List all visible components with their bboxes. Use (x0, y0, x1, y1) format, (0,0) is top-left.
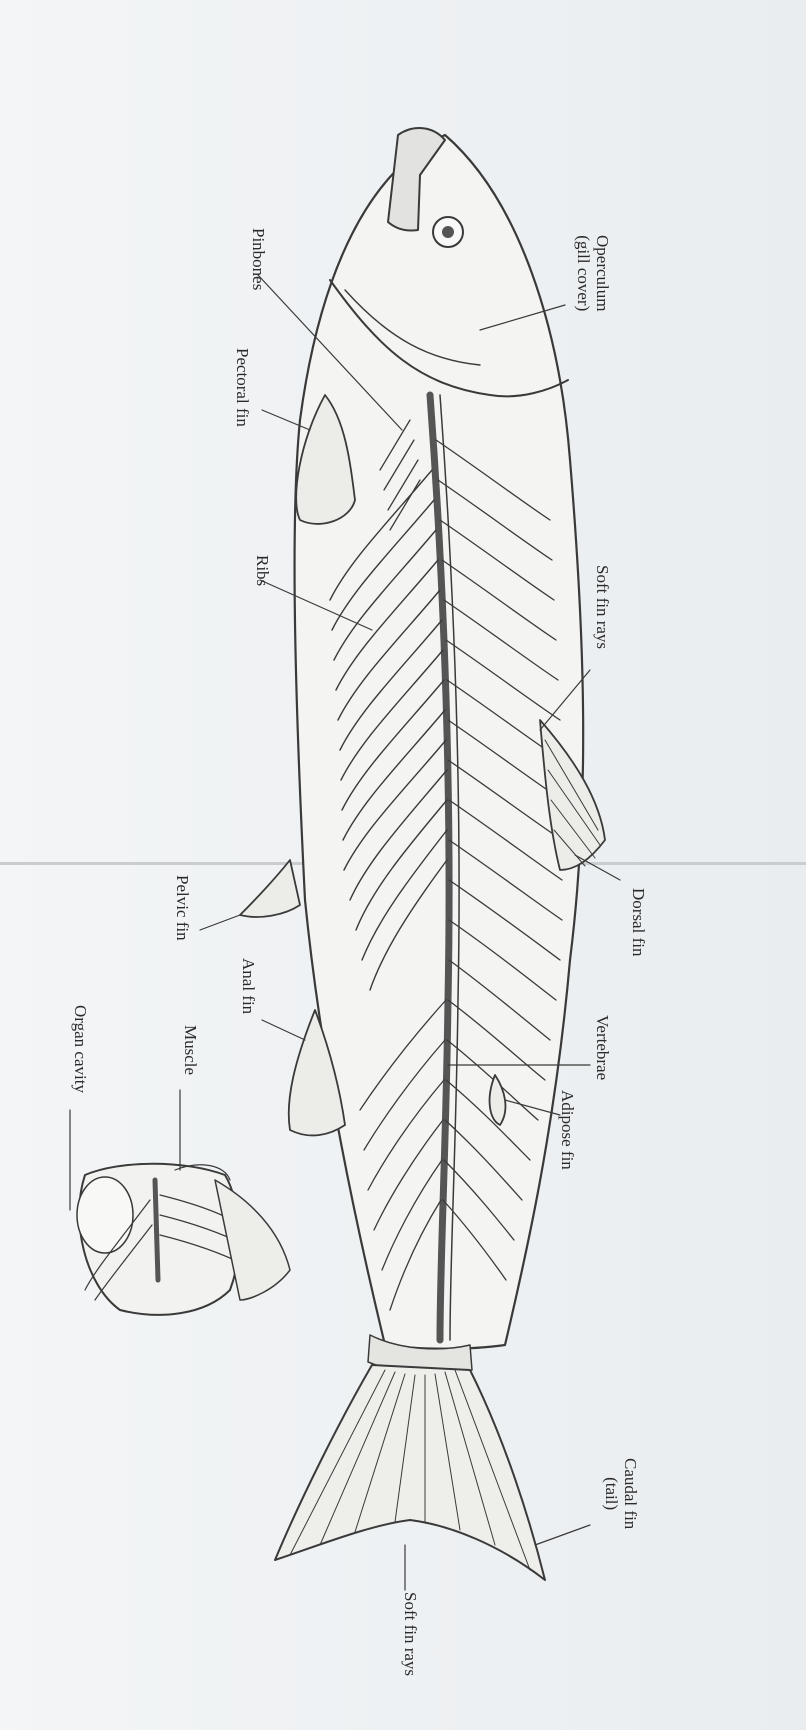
label-caudal-fin: Caudal fin (tail) (602, 1458, 640, 1529)
label-soft-fin-rays-tail: Soft fin rays (401, 1592, 420, 1676)
label-vertebrae: Vertebrae (593, 1015, 612, 1080)
label-operculum: Operculum (gill cover) (574, 235, 612, 311)
label-anal-fin: Anal fin (239, 958, 258, 1014)
fish-pupil (442, 226, 454, 238)
label-organ-cavity: Organ cavity (71, 1005, 90, 1093)
leader-anal-fin (262, 1020, 305, 1040)
pelvic-fin (240, 860, 300, 917)
label-soft-fin-rays-dorsal: Soft fin rays (593, 565, 612, 649)
label-dorsal-fin: Dorsal fin (629, 888, 648, 956)
cross-section-inset (77, 1164, 290, 1315)
fish-body-outline (295, 135, 584, 1349)
leader-dorsal-fin (575, 855, 620, 880)
label-pectoral-fin: Pectoral fin (233, 348, 252, 427)
leader-pelvic-fin (200, 915, 240, 930)
label-muscle: Muscle (181, 1025, 200, 1075)
label-pinbones: Pinbones (249, 228, 268, 290)
leader-caudal-fin (535, 1525, 590, 1545)
caudal-fin (275, 1365, 545, 1580)
label-ribs: Ribs (253, 555, 272, 586)
label-adipose-fin: Adipose fin (558, 1090, 577, 1170)
label-pelvic-fin: Pelvic fin (173, 875, 192, 941)
